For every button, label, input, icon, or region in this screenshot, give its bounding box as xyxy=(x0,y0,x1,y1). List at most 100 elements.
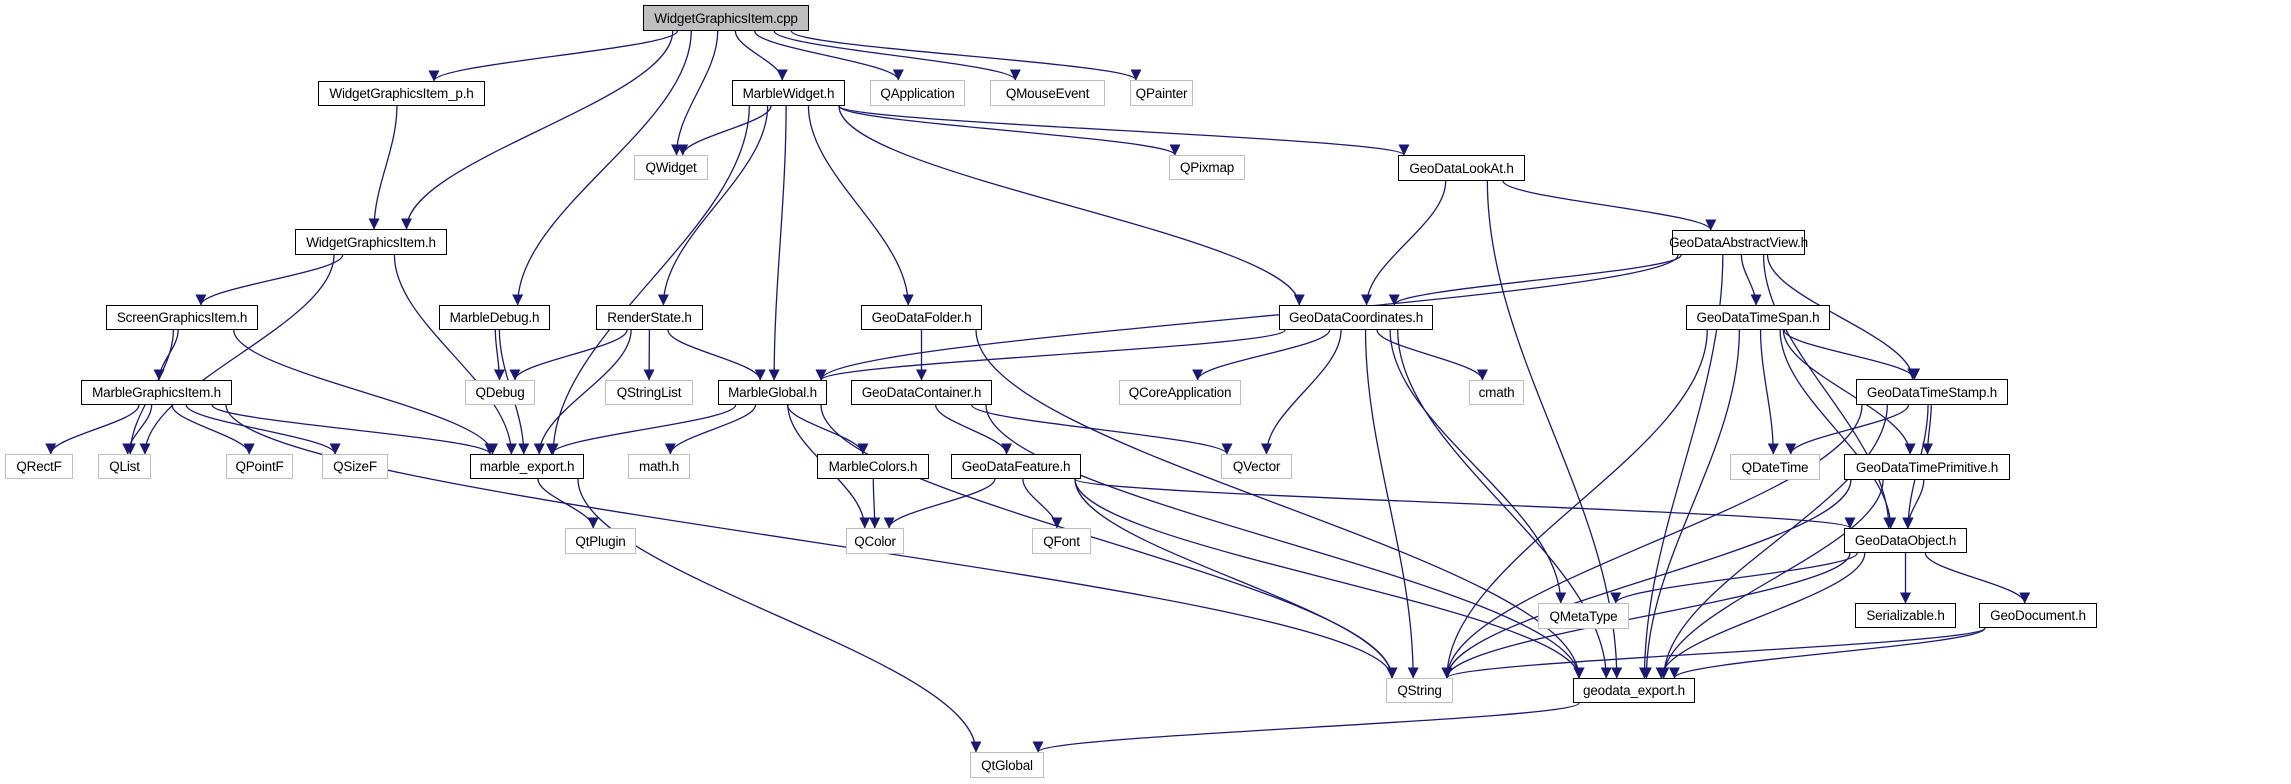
node-mathh: math.h xyxy=(628,454,690,479)
node-qsizef: QSizeF xyxy=(322,454,388,479)
node-geodataexport[interactable]: geodata_export.h xyxy=(1573,678,1695,703)
edge-marbleexport-to-qtplugin xyxy=(537,478,599,529)
edge-lookat-to-coordinates xyxy=(1361,180,1447,306)
node-coordinates[interactable]: GeoDataCoordinates.h xyxy=(1279,305,1433,330)
edge-timespan-to-timeprimitive xyxy=(1782,329,1916,455)
edge-coordinates-to-qcoreapplication xyxy=(1192,329,1331,381)
node-label: MarbleWidget.h xyxy=(742,85,835,101)
node-marbledebug[interactable]: MarbleDebug.h xyxy=(439,305,550,330)
edge-coordinates-to-cmath xyxy=(1376,329,1488,381)
node-qcolor: QColor xyxy=(846,528,904,554)
node-label: GeoDataAbstractView.h xyxy=(1669,235,1808,250)
edge-wgi_h-to-marbleexport xyxy=(393,254,517,455)
edge-marblewidget-to-renderstate xyxy=(657,105,769,306)
node-label: QList xyxy=(109,459,140,474)
edge-timeprimitive-to-geodataexport xyxy=(1657,479,1884,679)
edge-marblegi-to-qsizef xyxy=(185,404,341,455)
edge-marblewidget-to-coordinates xyxy=(838,105,1305,306)
edge-marblewidget-to-marbleexport xyxy=(547,105,750,455)
edge-marblewidget-to-lookat xyxy=(838,105,1410,156)
edge-renderstate-to-qdebug xyxy=(509,329,628,381)
node-timespan[interactable]: GeoDataTimeSpan.h xyxy=(1686,305,1830,330)
edge-renderstate-to-marbleexport xyxy=(533,329,632,455)
node-qvector: QVector xyxy=(1221,454,1292,479)
node-label: ScreenGraphicsItem.h xyxy=(116,310,248,325)
node-label: MarbleGraphicsItem.h xyxy=(92,385,221,400)
node-renderstate[interactable]: RenderState.h xyxy=(596,305,703,330)
edge-marbleglobal-to-marbleexport xyxy=(546,404,737,455)
edge-marbledebug-to-qdebug xyxy=(493,329,505,381)
node-qmetatype: QMetaType xyxy=(1538,603,1629,629)
node-label: QMetaType xyxy=(1549,608,1618,624)
edge-marblegi-to-qpointf xyxy=(171,404,255,455)
edge-coordinates-to-marbleglobal xyxy=(815,329,1286,381)
edge-timespan-to-qstring xyxy=(1441,329,1708,679)
edge-container-to-feature xyxy=(935,404,1013,455)
edge-coordinates-to-geodataexport xyxy=(1397,329,1612,679)
node-serializable[interactable]: Serializable.h xyxy=(1855,603,1956,628)
node-timeprimitive[interactable]: GeoDataTimePrimitive.h xyxy=(1844,454,2010,480)
node-qpainter: QPainter xyxy=(1130,80,1193,106)
node-qstring: QString xyxy=(1386,678,1453,703)
edge-timestamp-to-geodataexport xyxy=(1658,404,1888,679)
edge-root-to-wgi_h xyxy=(401,30,674,230)
edge-marbleglobal-to-mathh xyxy=(664,404,757,455)
node-marbleexport[interactable]: marble_export.h xyxy=(470,454,584,479)
node-label: QPointF xyxy=(235,459,284,474)
edge-coordinates-to-qmetatype xyxy=(1389,329,1567,604)
edge-root-to-qmouseevent xyxy=(773,30,1021,81)
node-label: GeoDataTimeStamp.h xyxy=(1866,384,1998,400)
edge-geodocument-to-qstring xyxy=(1441,627,1986,679)
node-label: QtGlobal xyxy=(981,757,1033,773)
edge-feature-to-qfont xyxy=(1022,478,1063,529)
node-label: GeoDataObject.h xyxy=(1854,533,1957,548)
node-label: GeoDataContainer.h xyxy=(861,385,982,400)
edge-timeprimitive-to-geodataobject xyxy=(1902,479,1925,529)
node-geodocument[interactable]: GeoDocument.h xyxy=(1979,603,2097,628)
node-qpixmap: QPixmap xyxy=(1169,155,1245,180)
edge-geodataexport-to-qtglobal xyxy=(1032,702,1580,753)
node-container[interactable]: GeoDataContainer.h xyxy=(851,380,992,405)
node-label: GeoDataCoordinates.h xyxy=(1288,310,1424,325)
node-geodataobject[interactable]: GeoDataObject.h xyxy=(1844,528,1967,553)
node-label: GeoDataTimePrimitive.h xyxy=(1855,459,1999,475)
edge-marblegi-to-qstring xyxy=(225,404,1398,679)
edge-geodataobject-to-geodocument xyxy=(1924,552,2031,604)
node-label: QPixmap xyxy=(1179,160,1235,175)
node-timestamp[interactable]: GeoDataTimeStamp.h xyxy=(1856,379,2008,405)
node-qpointf: QPointF xyxy=(226,454,293,479)
node-qdatetime: QDateTime xyxy=(1730,454,1820,480)
edge-marbleexport-to-qtglobal xyxy=(577,478,982,753)
edge-marblegi-to-qrectf xyxy=(45,404,140,455)
node-folder[interactable]: GeoDataFolder.h xyxy=(861,305,982,330)
node-marbleglobal[interactable]: MarbleGlobal.h xyxy=(718,380,827,405)
node-marblewidget[interactable]: MarbleWidget.h xyxy=(732,80,845,106)
node-label: GeoDataLookAt.h xyxy=(1409,160,1514,176)
node-label: Serializable.h xyxy=(1866,608,1945,623)
node-label: QtPlugin xyxy=(575,533,626,549)
edge-feature-to-qcolor xyxy=(883,478,996,529)
edge-feature-to-geodataobject xyxy=(1074,478,1856,529)
edge-root-to-marbledebug xyxy=(512,30,692,306)
node-wgi_p[interactable]: WidgetGraphicsItem_p.h xyxy=(318,81,485,106)
node-marblegi[interactable]: MarbleGraphicsItem.h xyxy=(81,380,232,405)
node-label: QVector xyxy=(1232,459,1281,474)
node-wgi_h[interactable]: WidgetGraphicsItem.h xyxy=(295,229,447,255)
node-label: MarbleColors.h xyxy=(828,459,918,474)
node-label: geodata_export.h xyxy=(1583,683,1685,698)
node-feature[interactable]: GeoDataFeature.h xyxy=(951,454,1081,479)
node-lookat[interactable]: GeoDataLookAt.h xyxy=(1398,155,1525,181)
node-label: cmath xyxy=(1478,385,1515,400)
node-root[interactable]: WidgetGraphicsItem.cpp xyxy=(643,5,809,31)
node-screengi[interactable]: ScreenGraphicsItem.h xyxy=(106,305,258,330)
edge-marbleglobal-to-qstring xyxy=(820,404,1398,679)
node-marblecolors[interactable]: MarbleColors.h xyxy=(817,454,929,479)
edge-screengi-to-marbleexport xyxy=(233,329,498,455)
edge-root-to-wgi_p xyxy=(428,30,678,82)
node-label: MarbleDebug.h xyxy=(449,310,540,325)
edge-timeprimitive-to-qstring xyxy=(1441,479,1852,679)
node-qcoreapplication: QCoreApplication xyxy=(1119,380,1241,405)
node-abstractview[interactable]: GeoDataAbstractView.h xyxy=(1669,230,1808,255)
